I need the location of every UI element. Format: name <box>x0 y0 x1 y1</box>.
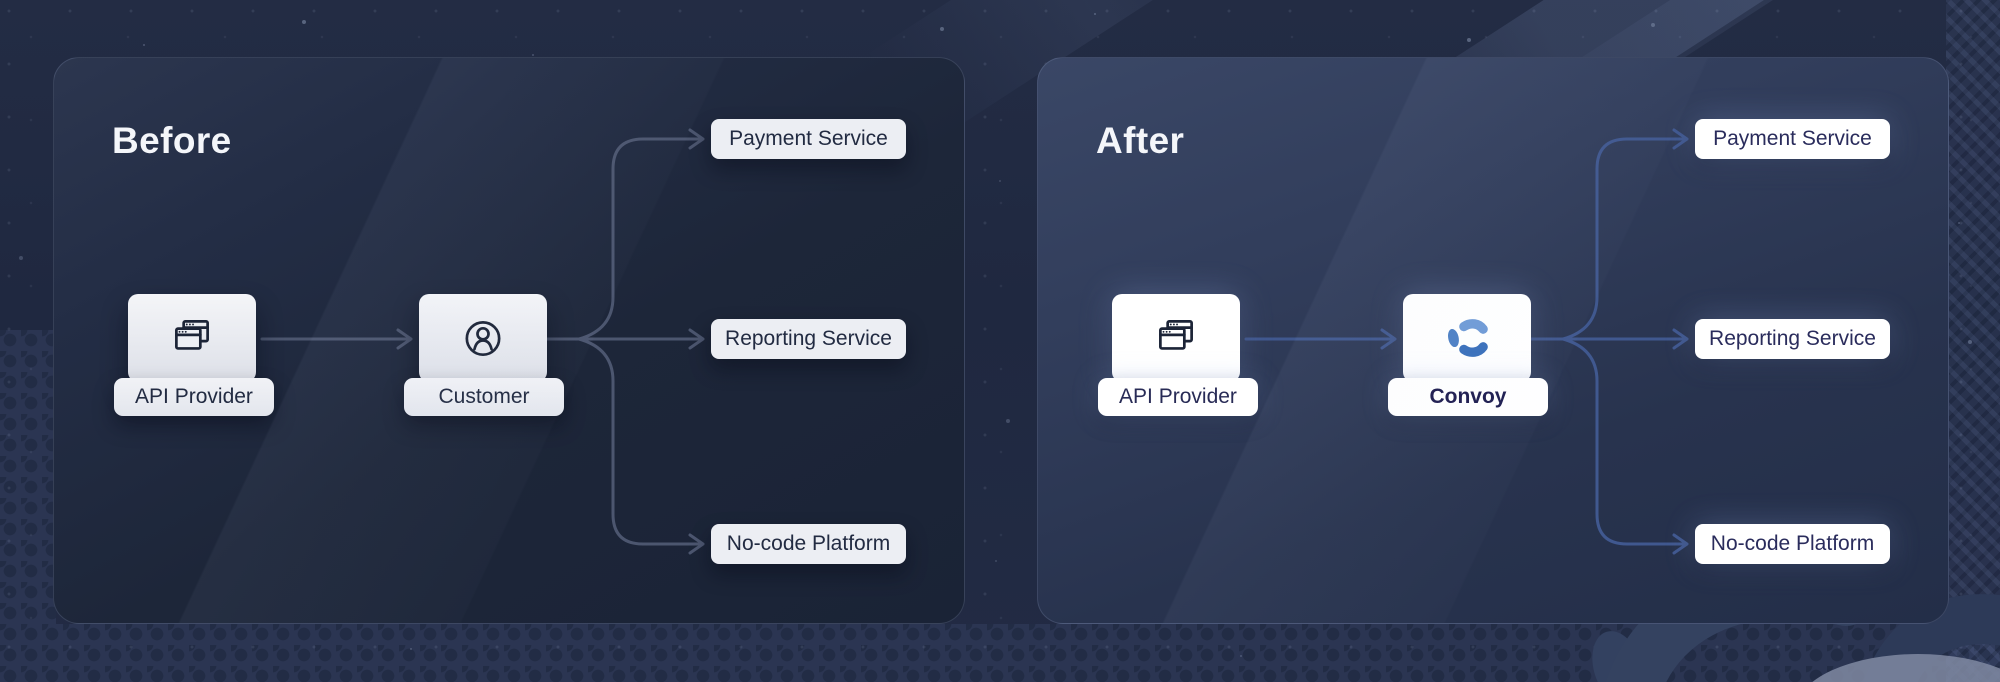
halftone-dots-bottom <box>0 624 2000 682</box>
target-reporting-service: Reporting Service <box>711 319 906 359</box>
arrow-hub-to-nocode <box>577 337 705 555</box>
arrow-hub-to-payment <box>1528 128 1689 341</box>
before-connectors <box>260 128 705 555</box>
arrow-source-to-hub <box>1244 328 1397 350</box>
arrow-hub-to-reporting <box>1561 328 1689 350</box>
convoy-label: Convoy <box>1388 378 1548 416</box>
api-provider-card <box>128 294 256 382</box>
target-payment-service: Payment Service <box>711 119 906 159</box>
browser-windows-icon <box>175 319 209 350</box>
target-nocode-platform: No-code Platform <box>1695 524 1890 564</box>
target-nocode-platform: No-code Platform <box>711 524 906 564</box>
before-title: Before <box>112 120 232 161</box>
halftone-dots-left <box>0 330 56 682</box>
arrow-hub-to-payment <box>544 128 705 341</box>
customer-card <box>419 294 547 382</box>
customer-label: Customer <box>404 378 564 416</box>
after-title: After <box>1096 120 1185 161</box>
user-icon <box>465 321 501 357</box>
after-panel: After API Provider <box>1037 57 1949 624</box>
arrow-hub-to-nocode <box>1561 337 1689 555</box>
before-panel: Before API Provider <box>53 57 965 624</box>
convoy-logo-icon <box>1448 319 1488 357</box>
browser-windows-icon <box>1159 319 1193 350</box>
arrow-hub-to-reporting <box>577 328 705 350</box>
after-connectors <box>1244 128 1689 555</box>
api-provider-label: API Provider <box>114 378 274 416</box>
arrow-source-to-hub <box>260 328 413 350</box>
api-provider-label: API Provider <box>1098 378 1258 416</box>
star-specks <box>0 0 2 2</box>
api-provider-card <box>1112 294 1240 382</box>
target-reporting-service: Reporting Service <box>1695 319 1890 359</box>
texture-band-right <box>1946 0 2000 682</box>
target-payment-service: Payment Service <box>1695 119 1890 159</box>
convoy-card <box>1403 294 1531 382</box>
